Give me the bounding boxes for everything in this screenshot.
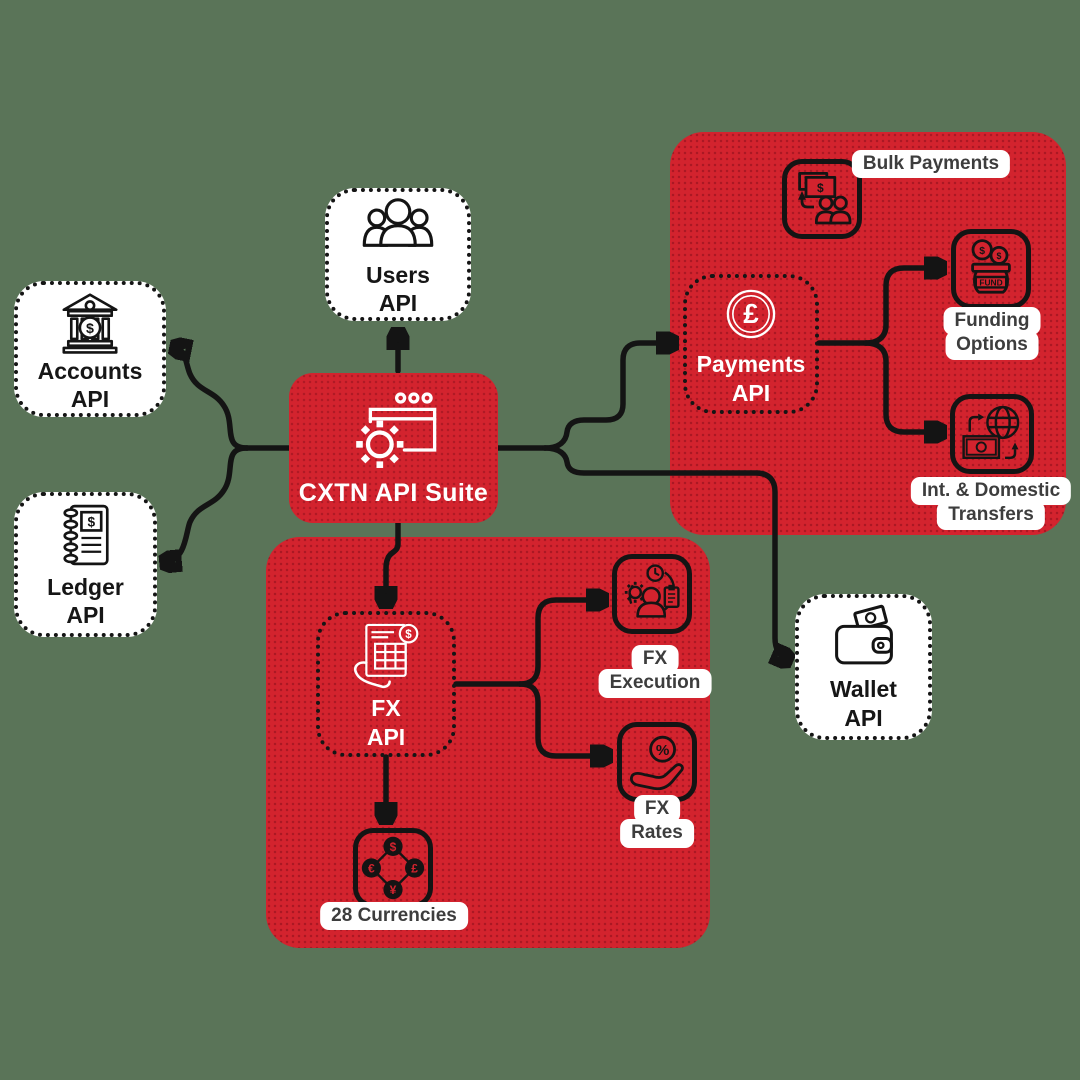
users-icon [362,198,434,247]
node-label: Users API [366,261,430,316]
node-label: Wallet API [830,676,897,731]
wallet-api-node: Wallet API [795,594,932,740]
fx-execution-icon [624,564,680,618]
dollar-glyph: $ [390,840,397,854]
gear-browser-icon [355,391,436,468]
pound-glyph: £ [743,299,759,330]
globe-transfers-icon [962,405,1020,460]
dollar-glyph: $ [817,181,824,195]
accounts-api-node: $ Accounts API [14,281,166,417]
pound-coin-icon: £ [726,290,776,339]
dollar-glyph: $ [997,251,1002,261]
ledger-api-node: $ Ledger API [14,492,157,637]
funding-jar-icon: $ $ FUND [971,239,1011,294]
dollar-glyph: $ [979,246,985,257]
users-api-node: Users API [325,188,471,321]
yen-glyph: ¥ [390,883,397,897]
funding-options-icon-box: $ $ FUND [951,229,1031,309]
dollar-glyph: $ [86,321,94,337]
fund-glyph: FUND [979,277,1002,287]
cxtn-api-suite-node: CXTN API Suite [289,373,498,523]
node-label: FX API [366,695,406,750]
fx-execution-label: FX Execution [598,645,712,698]
transfers-label: Int. & Domestic Transfers [910,477,1072,530]
edge-cxtn-ledger [166,445,250,562]
dollar-glyph: $ [405,628,412,641]
suite-title: CXTN API Suite [298,478,489,507]
node-label: Ledger API [47,573,124,628]
fx-rates-label: FX Rates [620,795,694,848]
bank-icon: $ [62,293,118,354]
node-label: Payments API [696,351,806,406]
bulk-payments-label: Bulk Payments [851,150,1011,179]
ledger-notebook-icon: $ [62,504,109,566]
transfers-icon-box [950,394,1034,474]
wallet-icon [834,605,893,665]
currencies-label: 28 Currencies [320,902,468,931]
edge-cxtn-payments [542,343,672,451]
currencies-icon-box: $ £ ¥ € [353,828,433,908]
funding-options-label: Funding Options [943,307,1041,360]
edge-cxtn-accounts [176,348,250,451]
pound-glyph: £ [411,861,418,875]
fx-rates-icon-box: % [617,722,697,802]
node-label: Accounts API [37,357,143,412]
percent-glyph: % [656,742,670,759]
dollar-glyph: $ [87,515,95,530]
bulk-payments-icon-box: $ [782,159,862,239]
fx-rates-icon: % [630,735,684,791]
fx-api-node: $ FX API [316,611,456,757]
currencies-icon: $ £ ¥ € [361,836,425,900]
euro-glyph: € [368,861,375,875]
payments-api-node: £ Payments API [683,274,819,414]
bulk-payments-icon: $ [798,172,852,225]
fx-report-icon: $ [354,624,419,689]
fx-execution-icon-box [612,554,692,634]
